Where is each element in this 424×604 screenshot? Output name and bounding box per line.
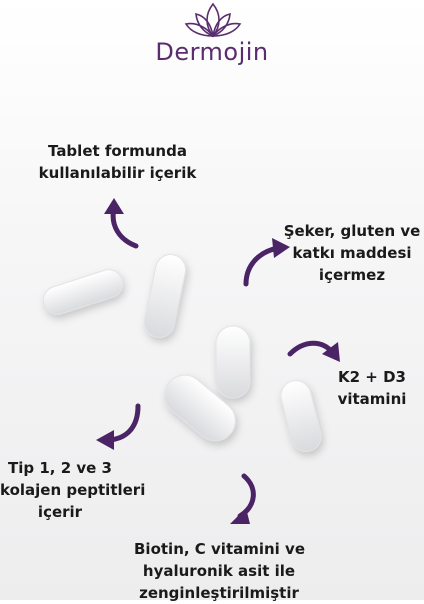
tablet-pill [143, 254, 187, 338]
curved-arrow-icon [230, 473, 256, 524]
tablet-pill [215, 325, 251, 399]
curved-arrow-icon [287, 340, 340, 362]
feature-tablet-form: Tablet formunda kullanılabilir içerik [38, 142, 197, 182]
lotus-logo-icon [184, 2, 242, 38]
curved-arrow-icon [104, 198, 139, 249]
feature-sugar-free: Şeker, gluten ve katkı maddesi içermez [283, 222, 421, 284]
tablet-pill [164, 374, 236, 442]
curved-arrow-icon [243, 238, 290, 287]
feature-collagen: Tip 1, 2 ve 3 kolajen peptitleri içerir [0, 459, 146, 521]
feature-biotin: Biotin, C vitamini ve hyaluronik asit il… [134, 540, 305, 602]
feature-k2-d3: K2 + D3 vitamini [337, 368, 407, 408]
tablet-pill [42, 269, 124, 315]
curved-arrow-icon [96, 403, 141, 450]
tablet-pill [280, 380, 322, 452]
brand-name: Dermojin [155, 38, 269, 66]
